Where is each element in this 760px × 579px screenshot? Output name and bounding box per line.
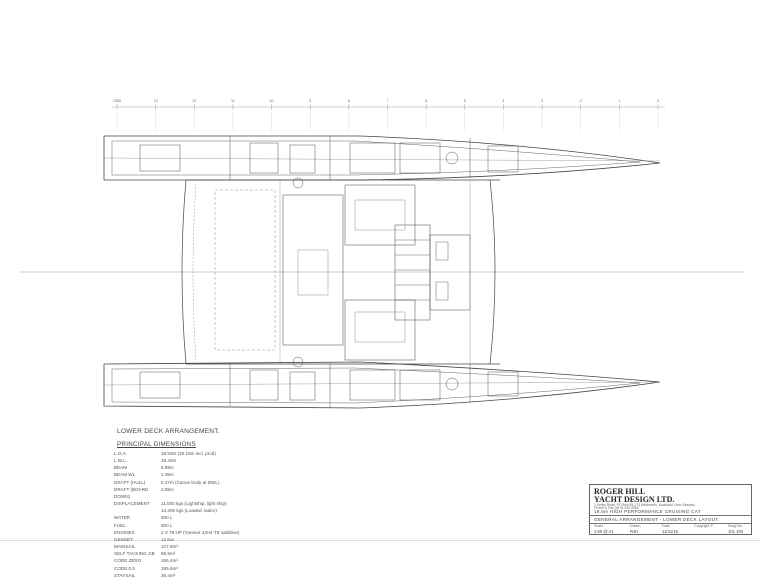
- spec-row: SELF TACKING JIB 69.9m²: [114, 550, 274, 557]
- view-title: LOWER DECK ARRANGEMENT.: [117, 428, 220, 435]
- spec-row: CODE 0.5 185.6m²: [114, 565, 274, 572]
- spec-key: WATER: [114, 515, 131, 521]
- spec-row: L.W.L. 18.40m: [114, 457, 274, 464]
- station-number: 13: [154, 99, 158, 103]
- station-number: 3: [541, 99, 543, 103]
- hull-interiors: [139, 136, 519, 408]
- spec-value: 2 X 75 HP (Yanmar 4JH4-TE saildrive): [161, 529, 240, 535]
- spec-key: BEAM WL: [114, 472, 136, 478]
- company-contact: Phone & Fax (64 9) 425 9005: [594, 506, 639, 510]
- company-name: ROGER HILL YACHT DESIGN LTD.: [594, 487, 675, 504]
- company-address: 1 Kellys Road, PO Box 85-174 Warkworth, …: [594, 503, 695, 507]
- spec-row: CODE ZERO 155.4m²: [114, 557, 274, 564]
- spec-key: STAYSAIL: [114, 572, 136, 578]
- date-label: Date: [662, 524, 670, 528]
- scale-label: Scale: [594, 524, 603, 528]
- station-number: 1: [618, 99, 620, 103]
- station-number: 9: [309, 99, 311, 103]
- drawing-number-value: 101 103: [728, 529, 744, 534]
- title-block: ROGER HILL YACHT DESIGN LTD. 1 Kellys Ro…: [589, 484, 752, 535]
- spec-value: 12 Kw: [161, 536, 174, 542]
- spec-key: DRAFT (BOARD DOWN): [114, 486, 149, 499]
- spec-value: 0.47m (Canoe body at DWL): [161, 479, 220, 485]
- spec-value: 800 L: [161, 522, 173, 528]
- spec-value: 185.6m²: [161, 565, 178, 571]
- station-number: 4: [502, 99, 504, 103]
- spec-row: BEAM 8.99m: [114, 464, 274, 471]
- drawn-value: RJH: [630, 529, 639, 534]
- spec-key: ENGINES: [114, 529, 135, 535]
- spec-row: MAINSAIL 127.8m²: [114, 543, 274, 550]
- spec-key: BEAM: [114, 465, 128, 471]
- station-number: 6: [425, 99, 427, 103]
- spec-key: DRAFT (HULL): [114, 479, 146, 485]
- spec-key: L.O.A.: [114, 451, 128, 456]
- spec-value: 18.40m: [161, 458, 177, 464]
- spec-value: 1.35m: [161, 472, 174, 478]
- station-number: 10: [270, 99, 274, 103]
- spec-row: FUEL 800 L: [114, 522, 274, 529]
- spec-value: 14,300 kgs (Loaded, laden): [161, 508, 217, 514]
- spec-key: CODE 0.5: [114, 565, 135, 571]
- station-number: 7: [387, 99, 389, 103]
- spec-key: GENSET: [114, 536, 133, 542]
- station-number: 2: [580, 99, 582, 103]
- station-number: 12: [192, 99, 196, 103]
- specs-heading: PRINCIPAL DIMENSIONS: [117, 441, 196, 448]
- spec-key: FUEL: [114, 522, 126, 528]
- lower-hull: [103, 361, 661, 409]
- spec-row: L.O.A. 18.53m (20.18m incl. prod): [114, 450, 274, 457]
- drawing-number-label: Drwg No.: [728, 524, 743, 528]
- spec-row: BEAM WL 1.35m: [114, 471, 274, 478]
- spec-key: [114, 507, 161, 514]
- station-number: 5: [464, 99, 466, 103]
- spec-row: WATER 600 L: [114, 514, 274, 521]
- spec-key: DISPLACEMENT: [114, 501, 150, 507]
- spec-row: ENGINES 2 X 75 HP (Yanmar 4JH4-TE saildri…: [114, 529, 274, 536]
- spec-row: DRAFT (BOARD DOWN) 2.85m: [114, 486, 274, 500]
- spec-value: 69.9m²: [161, 551, 176, 557]
- drawing-title: GENERAL ARRANGEMENT - LOWER DECK LAYOUT.: [594, 517, 720, 522]
- upper-hull: [103, 135, 661, 181]
- spec-value: 127.8m²: [161, 544, 178, 550]
- spec-value: 600 L: [161, 515, 173, 521]
- spec-row: STAYSAIL 36.4m²: [114, 572, 274, 579]
- station-number: 8: [348, 99, 350, 103]
- principal-dimensions-table: L.O.A. 18.53m (20.18m incl. prod) L.W.L. 18…: [114, 450, 274, 579]
- station-number: 0: [657, 99, 659, 103]
- spec-key: CODE ZERO: [114, 558, 142, 564]
- station-number: 1350: [113, 99, 121, 103]
- project-name: 18.5m HIGH PERFORMANCE CRUISING CAT: [594, 509, 701, 514]
- spec-value: 2.85m: [161, 486, 174, 492]
- spec-key: L.W.L.: [114, 458, 128, 464]
- bridgedeck: [181, 179, 500, 365]
- drawn-label: Drawn: [630, 524, 641, 528]
- spec-row: DISPLACEMENT 11,000 kgs (Lightship, light…: [114, 500, 274, 507]
- copyright-label: Copyright ©: [694, 524, 714, 528]
- station-ticks: [116, 104, 659, 132]
- spec-key: MAINSAIL: [114, 544, 136, 550]
- spec-row: DRAFT (HULL) 0.47m (Canoe body at DWL): [114, 479, 274, 486]
- date-value: 12/11/15: [662, 529, 678, 534]
- spec-row: GENSET 12 Kw: [114, 536, 274, 543]
- spec-value: 155.4m²: [161, 558, 178, 564]
- spec-row: 14,300 kgs (Loaded, laden): [114, 507, 274, 514]
- spec-key: SELF TACKING JIB: [114, 551, 155, 557]
- spec-value: 36.4m²: [161, 572, 176, 578]
- spec-value: 11,000 kgs (Lightship, light ship): [161, 501, 227, 507]
- spec-value: 8.99m: [161, 465, 174, 471]
- spec-value: 18.53m (20.18m incl. prod): [161, 451, 216, 456]
- station-number: 11: [231, 99, 235, 103]
- scale-value: 1:50 @ A1: [594, 529, 614, 534]
